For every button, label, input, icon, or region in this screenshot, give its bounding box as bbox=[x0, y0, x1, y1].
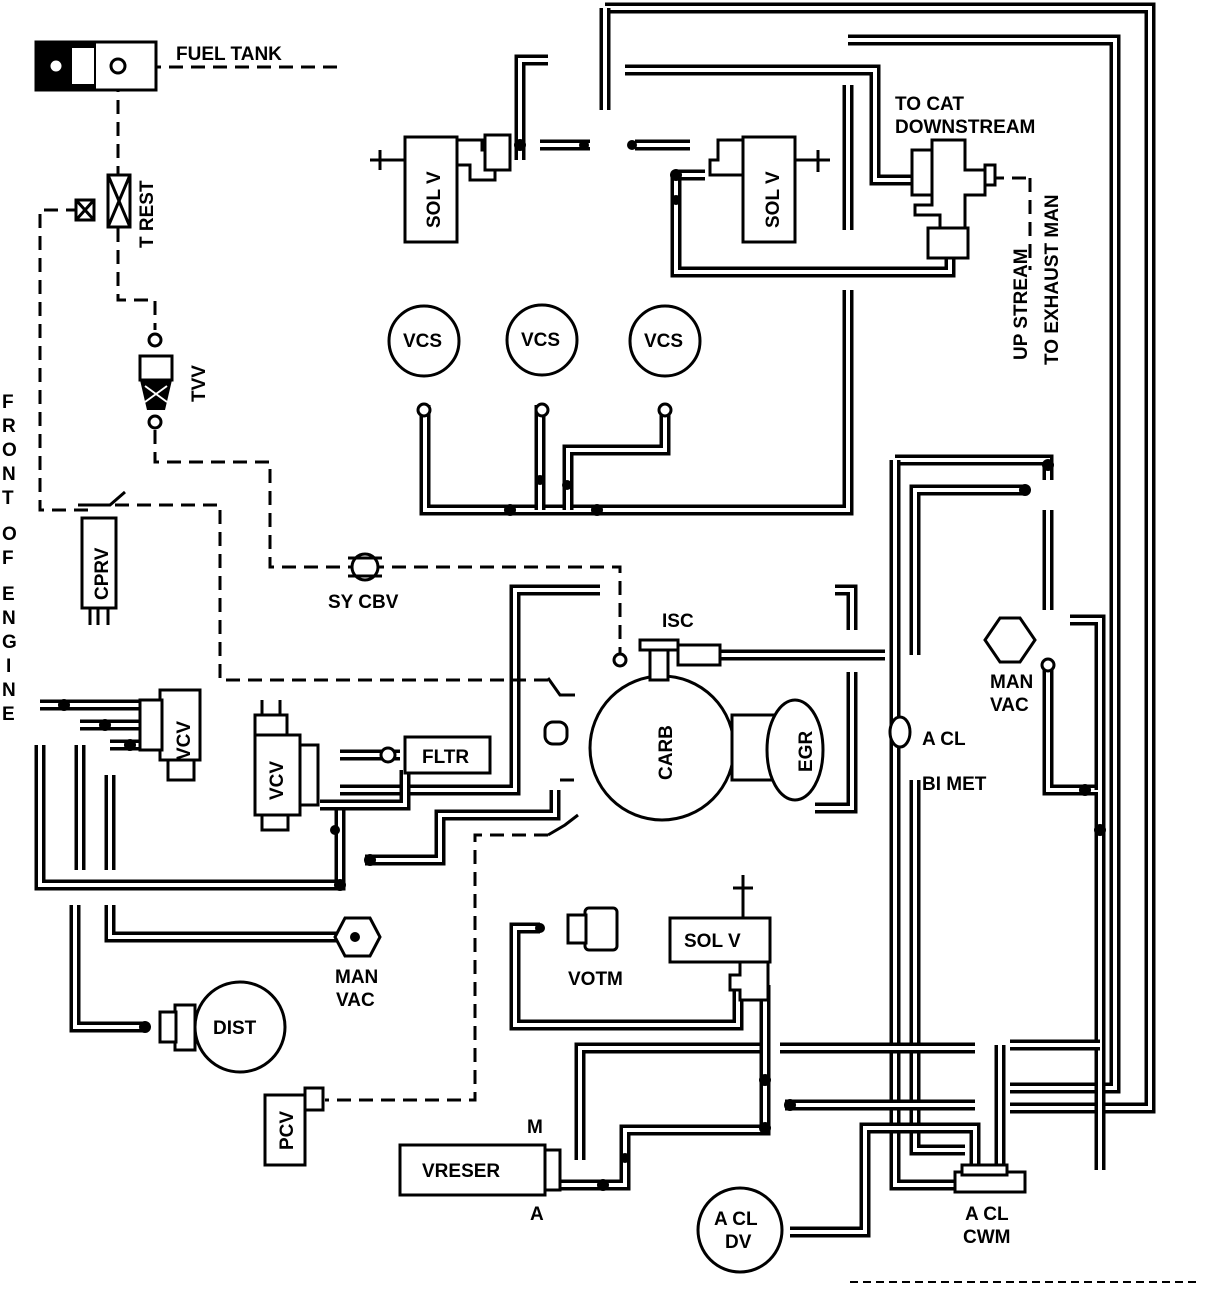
svg-text:O: O bbox=[2, 440, 17, 461]
fltr-filter bbox=[379, 735, 492, 775]
vreser-label: VRESER bbox=[422, 1161, 500, 1182]
a-cl-dv-label-1: A CL bbox=[714, 1209, 758, 1230]
tvv-label: TVV bbox=[189, 365, 210, 402]
man-vac-right-port bbox=[983, 616, 1056, 673]
vacuum-hoses bbox=[34, 2, 1156, 1238]
a-cl-dv-motor bbox=[696, 1186, 784, 1274]
sol-v-right-label: SOL V bbox=[763, 171, 784, 228]
sol-v-left-label: SOL V bbox=[424, 171, 445, 228]
cprv-valve bbox=[78, 490, 126, 625]
vcs-3-label: VCS bbox=[644, 331, 683, 352]
vcv-mid-label: VCV bbox=[267, 761, 288, 800]
svg-text:I: I bbox=[6, 656, 11, 677]
a-cl-bimet-sensor bbox=[888, 715, 912, 749]
man-vac-right-label-2: VAC bbox=[990, 695, 1029, 716]
dist-label: DIST bbox=[213, 1018, 257, 1039]
vcv-top-label: VCV bbox=[174, 721, 195, 760]
front-of-engine-label: F R O N T O F E N G I N E bbox=[2, 392, 17, 725]
pcv-valve bbox=[263, 1086, 325, 1167]
egr-valve bbox=[765, 698, 825, 802]
distributor bbox=[158, 980, 287, 1074]
man-vac-left-label-2: VAC bbox=[336, 990, 375, 1011]
thermactor-air-valve bbox=[910, 138, 997, 260]
pcv-label: PCV bbox=[277, 1111, 298, 1150]
man-vac-left-label-1: MAN bbox=[335, 967, 378, 988]
svg-text:G: G bbox=[2, 632, 17, 653]
man-vac-right-label-1: MAN bbox=[990, 672, 1033, 693]
sol-v-bottom-label: SOL V bbox=[684, 931, 741, 952]
fuel-tank-label: FUEL TANK bbox=[176, 44, 282, 65]
up-stream-label: UP STREAM bbox=[1011, 248, 1032, 360]
a-port-label: A bbox=[530, 1204, 544, 1225]
tvv-valve bbox=[138, 332, 174, 430]
svg-text:O: O bbox=[2, 524, 17, 545]
sol-v-right bbox=[708, 135, 830, 244]
votm-label: VOTM bbox=[568, 969, 623, 990]
t-rest-label: T REST bbox=[137, 180, 158, 248]
svg-text:T: T bbox=[2, 488, 14, 509]
t-rest-valve bbox=[74, 173, 132, 229]
svg-text:F: F bbox=[2, 548, 14, 569]
vcs-switch-1 bbox=[387, 304, 461, 418]
isc-label: ISC bbox=[662, 611, 694, 632]
vacuum-reservoir bbox=[398, 1143, 562, 1197]
sy-cbv-label: SY CBV bbox=[328, 592, 399, 613]
to-cat-label-line1: TO CAT bbox=[895, 94, 964, 115]
a-cl-bimet-label-2: BI MET bbox=[922, 774, 987, 795]
carb-label: CARB bbox=[656, 725, 677, 780]
to-exhaust-man-label: TO EXHAUST MAN bbox=[1042, 194, 1063, 365]
connector-dots bbox=[58, 139, 1106, 1191]
vcs-switch-3 bbox=[628, 304, 702, 418]
fltr-label: FLTR bbox=[422, 747, 469, 768]
vcs-switch-2 bbox=[505, 303, 579, 418]
a-cl-cwm-label-2: CWM bbox=[963, 1227, 1010, 1248]
svg-text:N: N bbox=[2, 680, 16, 701]
svg-text:N: N bbox=[2, 608, 16, 629]
svg-text:N: N bbox=[2, 464, 16, 485]
sy-cbv-valve bbox=[348, 552, 382, 582]
svg-text:E: E bbox=[2, 704, 15, 725]
egr-label: EGR bbox=[796, 731, 817, 772]
svg-text:E: E bbox=[2, 584, 15, 605]
man-vac-left-port bbox=[333, 916, 382, 958]
vcv-valve-top bbox=[138, 688, 202, 782]
fuel-tank bbox=[34, 40, 158, 92]
a-cl-dv-label-2: DV bbox=[725, 1232, 752, 1253]
to-cat-label-line2: DOWNSTREAM bbox=[895, 117, 1035, 138]
a-cl-cwm-label-1: A CL bbox=[965, 1204, 1009, 1225]
fuel-vapour-lines bbox=[38, 65, 1032, 1102]
sol-v-left bbox=[370, 133, 512, 244]
vcv-valve-mid bbox=[253, 700, 320, 832]
svg-text:R: R bbox=[2, 416, 16, 437]
sol-v-bottom bbox=[668, 875, 772, 1002]
cprv-label: CPRV bbox=[92, 547, 113, 600]
svg-text:F: F bbox=[2, 392, 14, 413]
a-cl-bimet-label-1: A CL bbox=[922, 729, 966, 750]
vcs-2-label: VCS bbox=[521, 330, 560, 351]
a-cl-cwm-valve bbox=[953, 1163, 1027, 1194]
m-port-label: M bbox=[527, 1117, 543, 1138]
vcs-1-label: VCS bbox=[403, 331, 442, 352]
votm-valve bbox=[566, 906, 619, 952]
